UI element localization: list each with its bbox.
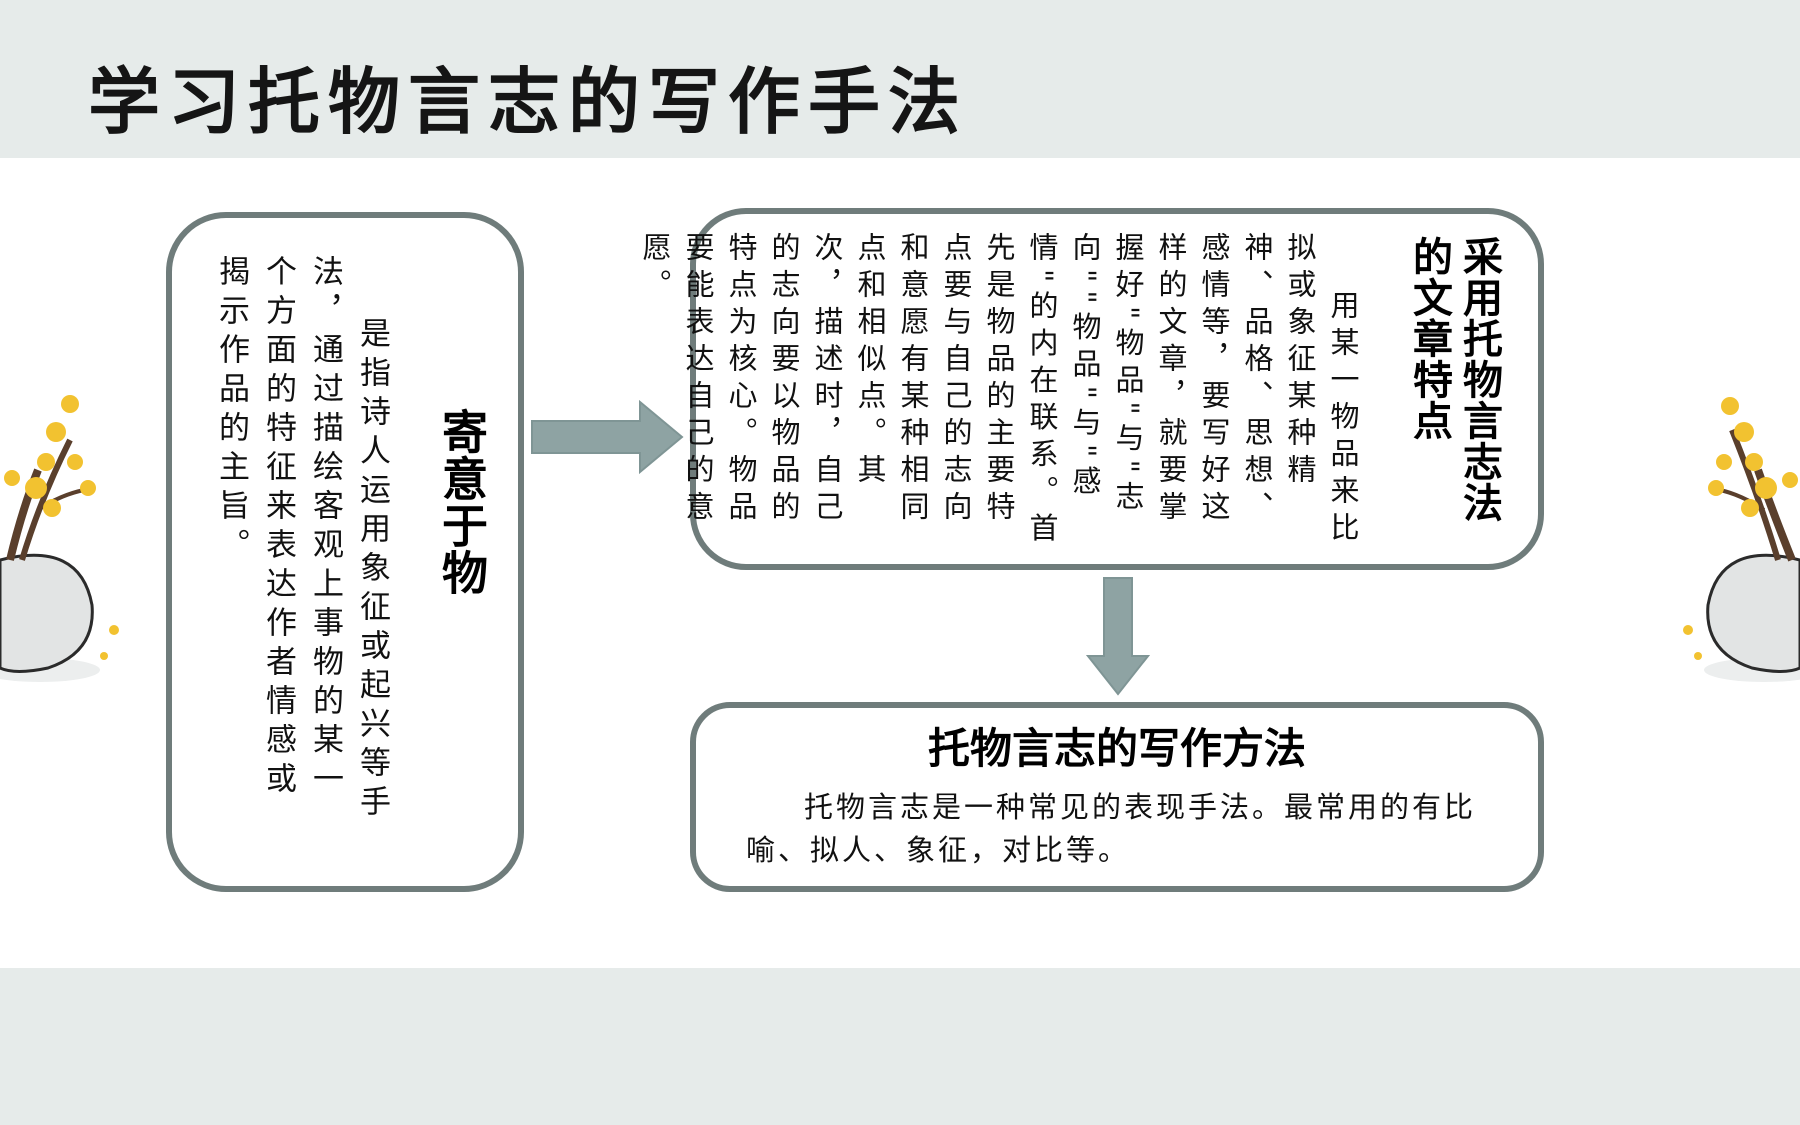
page-title: 学习托物言志的写作手法	[88, 59, 969, 144]
left-concept-box	[166, 212, 524, 892]
plum-blossom-vase-decoration-left	[0, 395, 119, 682]
arrow-down-icon	[1086, 577, 1150, 696]
plum-blossom-vase-decoration-right	[1683, 397, 1800, 682]
left-box-body-text: 是指诗人运用象征或起兴等手法，通过描绘客观上事物的某一个方面的特征来表达作者情感…	[213, 255, 390, 824]
footer-band	[0, 968, 1800, 1125]
arrow-right-icon	[531, 400, 684, 474]
method-box-body: 托物言志是一种常见的表现手法。最常用的有比喻、拟人、象征，对比等。	[746, 790, 1477, 867]
features-box-body-text: 用某一物品来比拟或象征某种精神、品格、思想、感情等，要写好这样的文章，就要掌握好…	[638, 232, 1360, 550]
features-box-body: 用某一物品来比拟或象征某种精神、品格、思想、感情等，要写好这样的文章，就要掌握好…	[638, 232, 1364, 552]
features-box-heading: 采用托物言志法的文章特点	[1406, 236, 1502, 523]
left-box-heading: 寄意于物	[435, 408, 489, 596]
method-box	[690, 702, 1544, 892]
features-box	[690, 208, 1544, 570]
method-box-heading: 托物言志的写作方法	[927, 724, 1306, 773]
header-band	[0, 0, 1800, 158]
left-box-body: 是指诗人运用象征或起兴等手法，通过描绘客观上事物的某一个方面的特征来表达作者情感…	[205, 255, 395, 835]
